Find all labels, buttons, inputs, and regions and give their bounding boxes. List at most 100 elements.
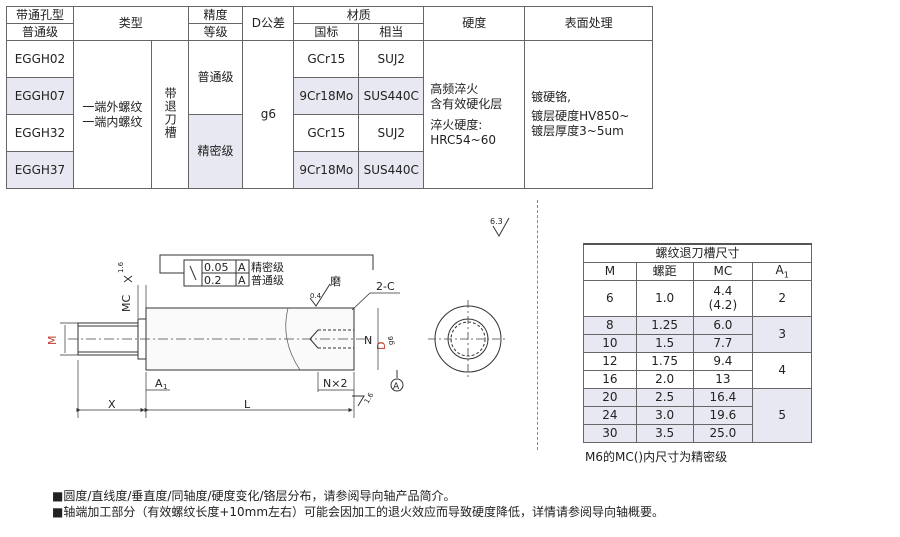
roughness-top-value: 6.3 bbox=[490, 217, 503, 226]
groove-cell: 带退刀槽 bbox=[150, 40, 189, 189]
type-text-2: 一端内螺纹 bbox=[82, 114, 143, 129]
table-row: EGGH37 9Cr18Mo SUS440C bbox=[6, 151, 653, 189]
d-tol-value: g6 bbox=[242, 40, 295, 189]
grade-normal: 普通级 bbox=[187, 40, 244, 115]
dim-mc: 9.4 bbox=[692, 352, 754, 371]
dim-mc: 4.4(4.2) bbox=[692, 280, 754, 317]
dim-pitch: 1.0 bbox=[635, 280, 694, 317]
label-a1: A bbox=[155, 377, 163, 390]
table-row: 30 3.5 25.0 bbox=[583, 424, 812, 443]
surface-cell: 镀硬铬, 镀层硬度HV850~ 镀层厚度3~5um bbox=[524, 40, 653, 189]
datum-a-icon: A bbox=[390, 370, 404, 392]
footnote-1: ■圆度/直线度/垂直度/同轴度/硬度变化/铬层分布，请参阅导向轴产品简介。 bbox=[52, 489, 456, 503]
hardness-line-2: 含有效硬化层 bbox=[430, 96, 503, 111]
roughness-d-icon: 1.6 bbox=[352, 391, 376, 407]
dim-mc: 19.6 bbox=[692, 406, 754, 425]
material-eq: SUS440C bbox=[358, 77, 425, 115]
dim-pitch: 3.5 bbox=[635, 424, 694, 443]
dim-mc: 13 bbox=[692, 370, 754, 389]
dim-table-title: 螺纹退刀槽尺寸 bbox=[583, 243, 812, 263]
header-type: 类型 bbox=[72, 6, 189, 41]
dim-header-mc: MC bbox=[692, 262, 754, 281]
table-row: 12 1.75 9.4 4 bbox=[583, 352, 812, 389]
grind-label: 磨 bbox=[330, 275, 341, 288]
groove-text: 带退刀槽 bbox=[163, 86, 178, 139]
dim-pitch: 2.0 bbox=[635, 370, 694, 389]
grade-precision: 精密级 bbox=[187, 114, 244, 189]
dim-a1: 3 bbox=[752, 316, 812, 353]
table-row: 16 2.0 13 bbox=[583, 370, 812, 389]
dim-m: 30 bbox=[583, 424, 637, 443]
part-code: EGGH07 bbox=[6, 77, 74, 115]
table-row: EGGH32 精密级 GCr15 SUJ2 bbox=[6, 114, 653, 189]
header-material-std: 国标 bbox=[293, 23, 360, 41]
material-std: 9Cr18Mo bbox=[293, 77, 360, 115]
header-grade-sub: 普通级 bbox=[6, 23, 74, 41]
dim-mc: 7.7 bbox=[692, 334, 754, 353]
section-divider bbox=[537, 200, 538, 450]
roughness-mc-icon: 1.6 bbox=[117, 261, 133, 283]
hardness-cell: 高频淬火 含有效硬化层 淬火硬度: HRC54~60 bbox=[423, 40, 526, 189]
dim-m: 6 bbox=[583, 280, 637, 317]
tol-1-value: 0.05 bbox=[204, 261, 229, 274]
header-material: 材质 bbox=[293, 6, 425, 24]
material-std: GCr15 bbox=[293, 114, 360, 152]
dim-mc: 16.4 bbox=[692, 388, 754, 407]
label-nx2: N×2 bbox=[323, 377, 347, 390]
label-x: X bbox=[108, 398, 116, 411]
surface-line-1: 镀硬铬, bbox=[531, 90, 571, 104]
dim-pitch: 1.75 bbox=[635, 352, 694, 371]
dim-mc: 25.0 bbox=[692, 424, 754, 443]
dim-header-pitch: 螺距 bbox=[635, 262, 694, 281]
material-std: GCr15 bbox=[293, 40, 360, 78]
surface-line-2: 镀层硬度HV850~ bbox=[531, 109, 630, 123]
tol-2-grade: 普通级 bbox=[251, 273, 284, 287]
hardness-line-3: 淬火硬度: bbox=[430, 117, 483, 132]
roughness-grind-value: 0.4 bbox=[310, 292, 322, 300]
dim-a1: 4 bbox=[752, 352, 812, 389]
table-row: EGGH07 9Cr18Mo SUS440C bbox=[6, 77, 653, 115]
spec-table: 带通孔型 类型 精度 D公差 材质 硬度 表面处理 普通级 等级 国标 相当 E… bbox=[6, 6, 653, 189]
dim-m: 20 bbox=[583, 388, 637, 407]
dim-a1: 2 bbox=[752, 280, 812, 317]
dim-table-note: M6的MC()内尺寸为精密级 bbox=[585, 450, 728, 464]
dim-pitch: 2.5 bbox=[635, 388, 694, 407]
header-surface: 表面处理 bbox=[524, 6, 653, 41]
tol-1-grade: 精密级 bbox=[251, 260, 284, 274]
header-grade: 等级 bbox=[187, 23, 244, 41]
part-code: EGGH32 bbox=[6, 114, 74, 152]
roughness-d-value: 1.6 bbox=[363, 391, 376, 405]
roughness-mc-value: 1.6 bbox=[117, 261, 125, 273]
type-cell: 一端外螺纹 一端内螺纹 bbox=[72, 40, 152, 189]
dim-header-a1: A1 bbox=[752, 262, 812, 281]
tol-1-ref: A bbox=[238, 261, 246, 274]
dim-header-a-sub: 1 bbox=[783, 270, 789, 280]
hardness-line-1: 高频淬火 bbox=[430, 81, 479, 96]
dim-pitch: 3.0 bbox=[635, 406, 694, 425]
material-eq: SUS440C bbox=[358, 151, 425, 189]
dim-m: 16 bbox=[583, 370, 637, 389]
dim-pitch: 1.5 bbox=[635, 334, 694, 353]
dim-m: 12 bbox=[583, 352, 637, 371]
dim-header-m: M bbox=[583, 262, 637, 281]
label-m: M bbox=[46, 336, 59, 346]
label-n: N bbox=[364, 334, 372, 347]
surface-line-3: 镀层厚度3~5um bbox=[531, 124, 624, 138]
label-d: D bbox=[375, 342, 388, 350]
footnote-2: ■轴端加工部分（有效螺纹长度+10mm左右）可能会因加工的退火效应而导致硬度降低… bbox=[52, 505, 665, 519]
label-a1-sub: 1 bbox=[163, 383, 167, 391]
dim-mc-value: 4.4 bbox=[713, 283, 733, 298]
hardness-line-4: HRC54~60 bbox=[430, 132, 497, 147]
label-d-sub: g6 bbox=[387, 336, 395, 345]
header-material-eq: 相当 bbox=[358, 23, 425, 41]
part-code: EGGH02 bbox=[6, 40, 74, 78]
end-view bbox=[428, 300, 508, 378]
header-hardness: 硬度 bbox=[423, 6, 526, 41]
tol-2-value: 0.2 bbox=[204, 274, 222, 287]
material-eq: SUJ2 bbox=[358, 114, 425, 152]
table-row: EGGH02 一端外螺纹 一端内螺纹 带退刀槽 普通级 g6 GCr15 SUJ… bbox=[6, 40, 653, 189]
tol-2-ref: A bbox=[238, 274, 246, 287]
dim-mc-precision: (4.2) bbox=[708, 297, 738, 312]
label-l: L bbox=[244, 398, 251, 411]
type-text-1: 一端外螺纹 bbox=[82, 99, 143, 114]
